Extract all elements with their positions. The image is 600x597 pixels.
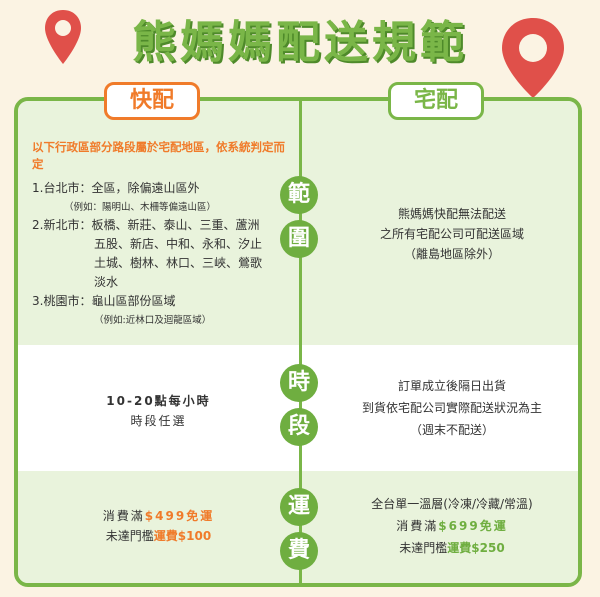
fast-range-item: 土城、樹林、林口、三峽、鶯歌 [94,256,263,270]
home-fee-prefix: 消費滿 [396,519,439,533]
fast-range-item: 五股、新店、中和、永和、汐止 [94,237,263,251]
section-badge-fee: 費 [280,532,318,570]
fast-fee-line: 未達門檻運費$100 [18,527,299,546]
tab-home-delivery: 宅配 [388,82,484,120]
fast-time-line: 時段任選 [130,414,187,428]
fast-shipping-fee: 運費$100 [153,529,212,543]
home-time-line: （週末不配送） [409,423,494,437]
home-range-line: （離島地區除外） [403,247,500,261]
section-badge-time: 時 [280,364,318,402]
fast-fee-prefix: 未達門檻 [105,529,154,543]
fast-range-item: （例如：陽明山、木柵等偏遠山區） [64,202,217,213]
tab-fast-delivery: 快配 [104,82,200,120]
fast-range-note: 以下行政區部分路段屬於宅配地區，依系統判定而定 [32,140,285,171]
page-title: 熊媽媽配送規範 [132,17,468,68]
fast-range-item: 1.台北市：全區，除偏遠山區外 [32,181,200,195]
section-badge-range: 範 [280,176,318,214]
fast-range-item: （例如:近林口及迴龍區域） [94,315,212,326]
column-divider [299,101,302,583]
fast-range-item: 淡水 [94,275,119,289]
fast-range-item: 3.桃園市：龜山區部份區域 [32,294,176,308]
fast-fee-prefix: 消費滿 [102,509,145,523]
fast-fee-line: 消費滿$499免運 [18,507,299,526]
home-range-line: 之所有宅配公司可配送區域 [379,227,524,241]
home-fee-line: 全台單一溫層(冷凍/冷藏/常溫) [371,497,533,511]
home-fee-prefix: 未達門檻 [399,541,448,555]
home-fee-line: 消費滿$699免運 [318,517,578,536]
home-time-line: 訂單成立後隔日出貨 [397,379,506,393]
fast-free-shipping: $499免運 [144,509,215,523]
map-pin-icon-left [45,10,81,64]
home-time-line: 到貨依宅配公司實際配送狀況為主 [361,401,542,415]
home-fee-line: 未達門檻運費$250 [318,539,578,558]
fast-range-item: 2.新北市：板橋、新莊、泰山、三重、蘆洲 [32,218,260,232]
home-shipping-fee: 運費$250 [447,541,505,555]
home-free-shipping: $699免運 [438,519,508,533]
fast-time-line: 10-20點每小時 [106,394,211,408]
home-range-line: 熊媽媽快配無法配送 [397,207,506,221]
section-badge-time: 段 [280,408,318,446]
section-badge-range: 圍 [280,220,318,258]
map-pin-icon-right [502,18,564,98]
section-badge-fee: 運 [280,488,318,526]
